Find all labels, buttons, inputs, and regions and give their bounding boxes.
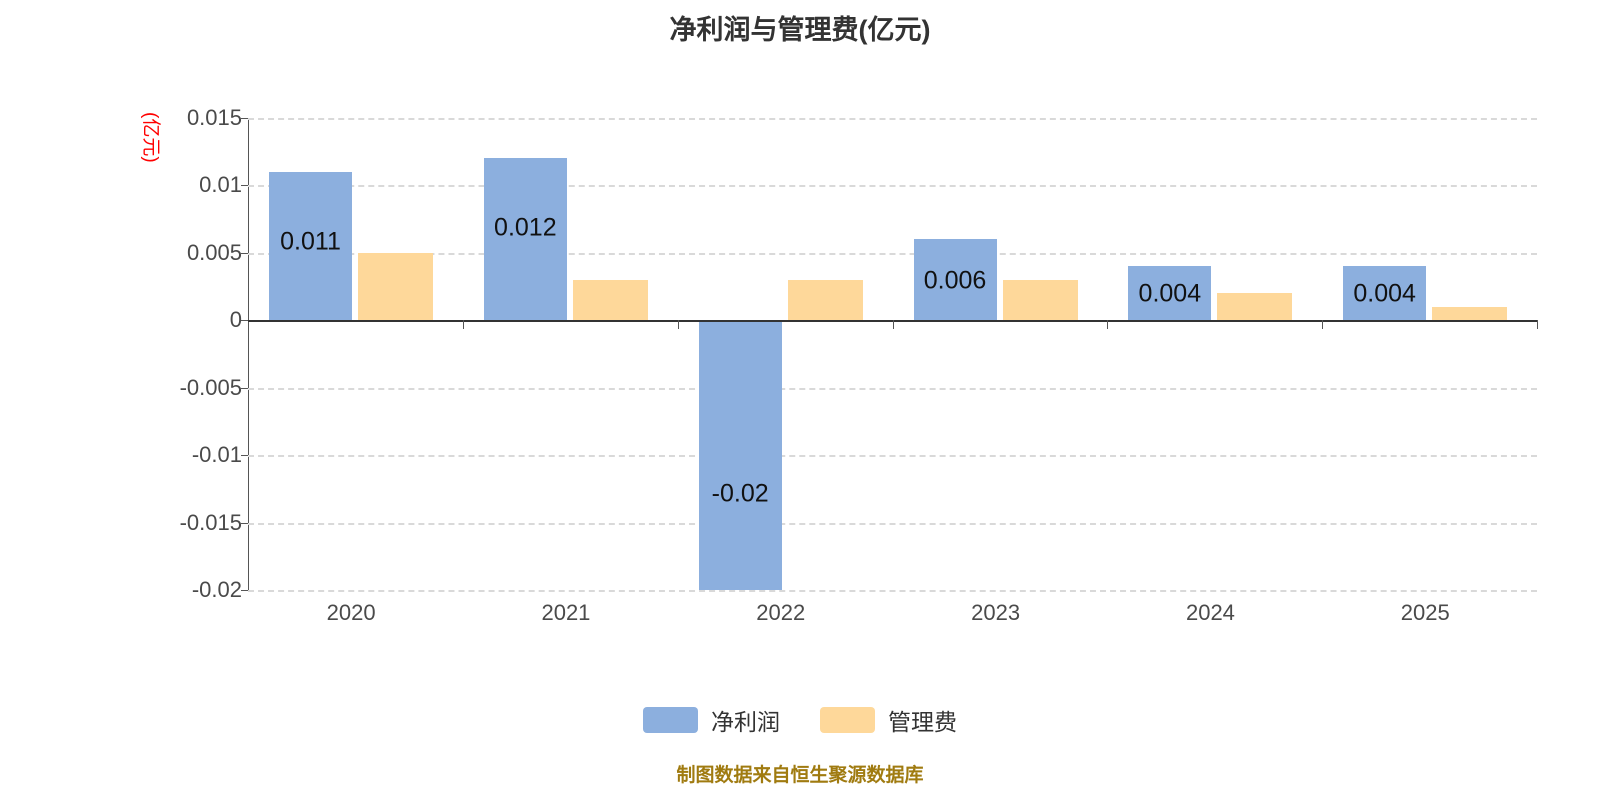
bar-admin-expense-2022[interactable] xyxy=(787,279,863,321)
bar-value-label: 0.006 xyxy=(923,266,987,295)
gridline xyxy=(248,590,1537,592)
y-tick-mark xyxy=(241,590,248,591)
bar-admin-expense-2024[interactable] xyxy=(1217,293,1293,321)
legend-swatch-net-profit xyxy=(643,707,698,733)
x-tick-label: 2020 xyxy=(326,600,376,625)
y-tick-label: 0 xyxy=(229,307,242,333)
x-tick-mark xyxy=(462,320,464,329)
x-tick-label: 2024 xyxy=(1185,600,1235,625)
gridline xyxy=(248,185,1537,188)
y-tick-label: -0.005 xyxy=(179,374,242,400)
y-tick-mark xyxy=(241,387,248,389)
y-tick-label: 0.005 xyxy=(186,239,242,265)
bar-value-label: 0.004 xyxy=(1138,279,1202,308)
gridline xyxy=(248,522,1537,525)
y-tick-label: -0.01 xyxy=(191,442,242,468)
bar-admin-expense-2021[interactable] xyxy=(572,279,648,321)
gridline xyxy=(248,455,1537,458)
bar-net-profit-2021[interactable] xyxy=(483,158,567,321)
y-tick-mark xyxy=(241,252,248,254)
y-tick-label: 0.01 xyxy=(199,172,242,198)
bar-net-profit-2023[interactable] xyxy=(913,239,997,321)
bar-net-profit-2020[interactable] xyxy=(269,171,352,321)
page-title: 净利润与管理费(亿元) xyxy=(669,15,931,45)
x-tick-mark xyxy=(1107,320,1109,329)
x-tick-label: 2025 xyxy=(1400,600,1450,625)
y-axis-line xyxy=(248,118,249,590)
x-tick-mark xyxy=(1322,320,1324,329)
legend-item-admin-expense[interactable]: 管理费 xyxy=(820,703,957,737)
bar-admin-expense-2025[interactable] xyxy=(1432,306,1508,321)
x-tick-label: 2021 xyxy=(541,600,591,625)
bar-value-label: 0.004 xyxy=(1353,279,1416,308)
x-tick-mark xyxy=(1537,320,1538,329)
y-tick-mark xyxy=(241,455,248,457)
chart-legend: 净利润 管理费 xyxy=(0,703,1600,737)
data-source-note: 制图数据来自恒生聚源数据库 xyxy=(676,765,924,786)
gridline xyxy=(248,252,1537,255)
bar-value-label: 0.012 xyxy=(494,213,557,242)
y-tick-label: 0.015 xyxy=(186,105,242,130)
bar-admin-expense-2023[interactable] xyxy=(1002,279,1078,321)
gridline xyxy=(248,387,1537,390)
legend-label-admin-expense: 管理费 xyxy=(888,709,957,735)
legend-label-net-profit: 净利润 xyxy=(711,709,780,735)
bar-net-profit-2024[interactable] xyxy=(1128,266,1212,321)
y-tick-label: -0.02 xyxy=(191,577,242,602)
bar-net-profit-2022[interactable] xyxy=(698,320,782,590)
bar-value-label: -0.02 xyxy=(711,479,769,508)
y-tick-mark xyxy=(241,118,248,119)
bar-value-label: 0.011 xyxy=(280,227,341,256)
bar-admin-expense-2020[interactable] xyxy=(358,252,433,321)
x-tick-label: 2022 xyxy=(756,600,806,625)
y-tick-mark xyxy=(241,320,248,322)
y-tick-label: -0.015 xyxy=(179,509,242,535)
bar-net-profit-2025[interactable] xyxy=(1343,266,1427,321)
gridline xyxy=(248,118,1537,120)
x-tick-label: 2023 xyxy=(971,600,1021,625)
y-tick-mark xyxy=(241,522,248,524)
x-tick-mark xyxy=(677,320,679,329)
x-tick-mark xyxy=(892,320,894,329)
legend-item-net-profit[interactable]: 净利润 xyxy=(643,703,780,737)
y-tick-mark xyxy=(241,185,248,187)
legend-swatch-admin-expense xyxy=(820,707,875,733)
plot-area: 0.011 0.012 -0.02 0.006 0.004 0.004 xyxy=(241,118,1537,592)
